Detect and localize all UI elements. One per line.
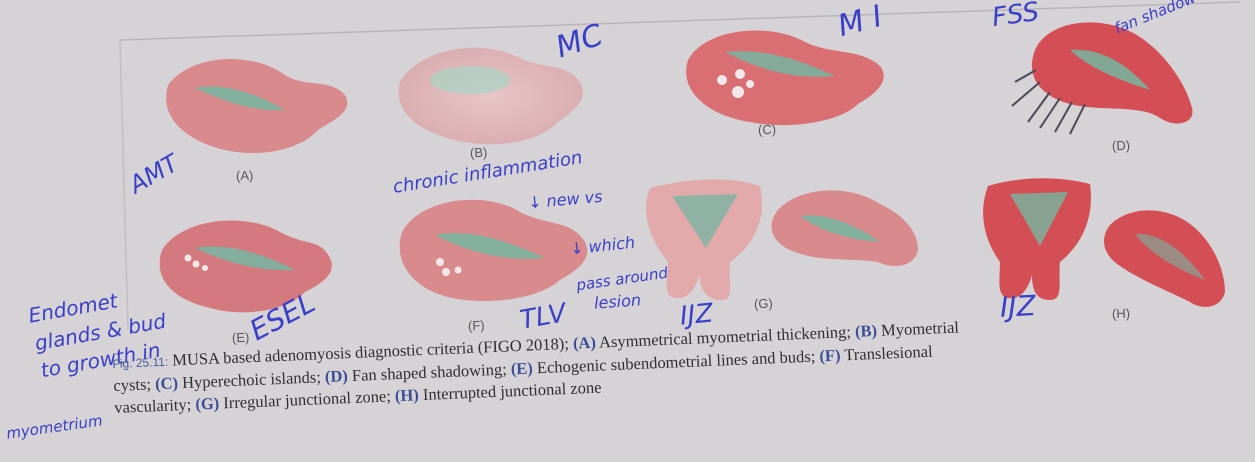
- caption-line-2-start: cysts;: [113, 374, 155, 395]
- panel-a-uterus-drawing: [166, 59, 347, 153]
- panel-label-b: (B): [470, 145, 488, 161]
- caption-line-3-start: vascularity;: [114, 395, 196, 417]
- panel-g-uterus-drawing: [646, 179, 918, 300]
- caption-text-f: Translesional: [840, 342, 933, 365]
- caption-letter-b: (B): [855, 321, 878, 341]
- panel-label-c: (C): [758, 122, 777, 138]
- caption-letter-g: (G): [195, 394, 220, 414]
- panel-label-f: (F): [468, 318, 485, 334]
- caption-letter-f: (F): [819, 346, 841, 366]
- caption-letter-d: (D): [325, 366, 349, 386]
- panel-d-uterus-drawing: [1012, 22, 1192, 134]
- handwritten-lesion: lesion: [593, 290, 641, 312]
- caption-figure-number: Fig. 25.11:: [112, 355, 168, 371]
- panel-b-uterus-drawing: [399, 48, 583, 145]
- caption-letter-c: (C): [155, 373, 179, 393]
- caption-letter-h: (H): [395, 385, 420, 405]
- panel-label-d: (D): [1112, 138, 1131, 154]
- caption-letter-a: (A): [573, 333, 597, 353]
- panel-h-uterus-drawing: [983, 178, 1225, 307]
- panel-f-uterus-drawing: [400, 200, 588, 301]
- page-frame-line-left: [120, 40, 128, 330]
- panel-label-g: (G): [754, 296, 773, 312]
- panel-label-a: (A): [236, 168, 254, 184]
- caption-letter-e: (E): [510, 358, 533, 378]
- panel-label-e: (E): [232, 330, 250, 346]
- caption-text-b: Myometrial: [877, 318, 960, 340]
- panel-c-uterus-drawing: [686, 30, 884, 125]
